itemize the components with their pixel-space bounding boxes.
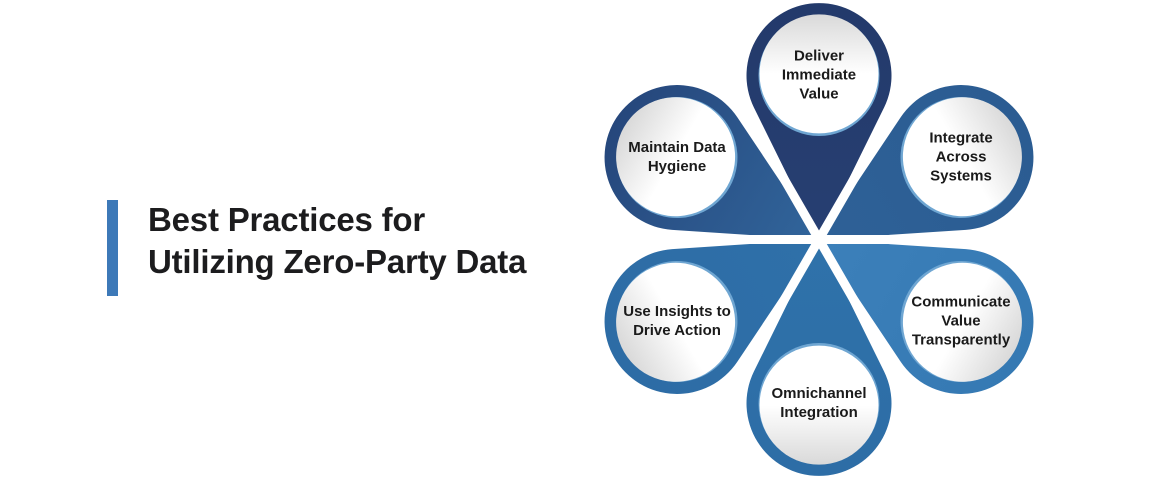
label-line: Omnichannel [771, 385, 867, 402]
label-line: Value [941, 312, 981, 330]
petal-use-insights-to-drive-action [604, 239, 819, 394]
petal-label-use-insights-to-drive-action: Use Insights to Drive Action [611, 302, 743, 340]
petal-label-communicate-value-transparently: Communicate Value Transparently [895, 293, 1027, 350]
title-accent-bar [107, 200, 118, 296]
petal-deliver-immediate-value [746, 3, 892, 240]
label-line: Across [935, 148, 987, 166]
label-line: Integrate [929, 129, 993, 147]
page-title-line-1: Best Practices for [148, 201, 426, 238]
petal-maintain-data-hygiene [604, 85, 819, 240]
petal-label-omnichannel-integration: Omnichannel Integration [753, 384, 885, 422]
petal-inner-circle [759, 345, 879, 465]
label-line: Use Insights to [623, 303, 731, 320]
label-line: Hygiene [647, 158, 707, 175]
petal-integrate-across-systems [819, 85, 1034, 240]
page-title-line-2: Utilizing Zero-Party Data [148, 243, 527, 280]
petal-label-maintain-data-hygiene: Maintain Data Hygiene [611, 138, 743, 176]
label-line: Integration [780, 404, 858, 421]
petal-label-deliver-immediate-value: Deliver Immediate Value [753, 47, 885, 104]
label-line: Maintain Data [628, 139, 726, 156]
label-line: Deliver [793, 47, 845, 65]
label-line: Immediate [781, 66, 857, 84]
petal-separators [663, 102, 975, 377]
petal-inner-circle [616, 97, 736, 217]
label-line: Communicate [911, 293, 1011, 311]
petal-omnichannel-integration [746, 239, 892, 476]
flower-diagram [604, 3, 1034, 476]
petal-inner-circle [902, 97, 1022, 217]
petal-inner-circle [616, 262, 736, 382]
petal-inner-circle [759, 14, 879, 134]
page-title: Best Practices for Utilizing Zero-Party … [148, 199, 526, 283]
petal-communicate-value-transparently [819, 239, 1034, 394]
label-line: Transparently [911, 331, 1011, 349]
label-line: Value [799, 85, 839, 103]
petal-inner-circle [902, 262, 1022, 382]
label-line: Systems [930, 167, 992, 185]
petal-label-integrate-across-systems: Integrate Across Systems [895, 129, 1027, 186]
label-line: Drive Action [633, 322, 721, 339]
